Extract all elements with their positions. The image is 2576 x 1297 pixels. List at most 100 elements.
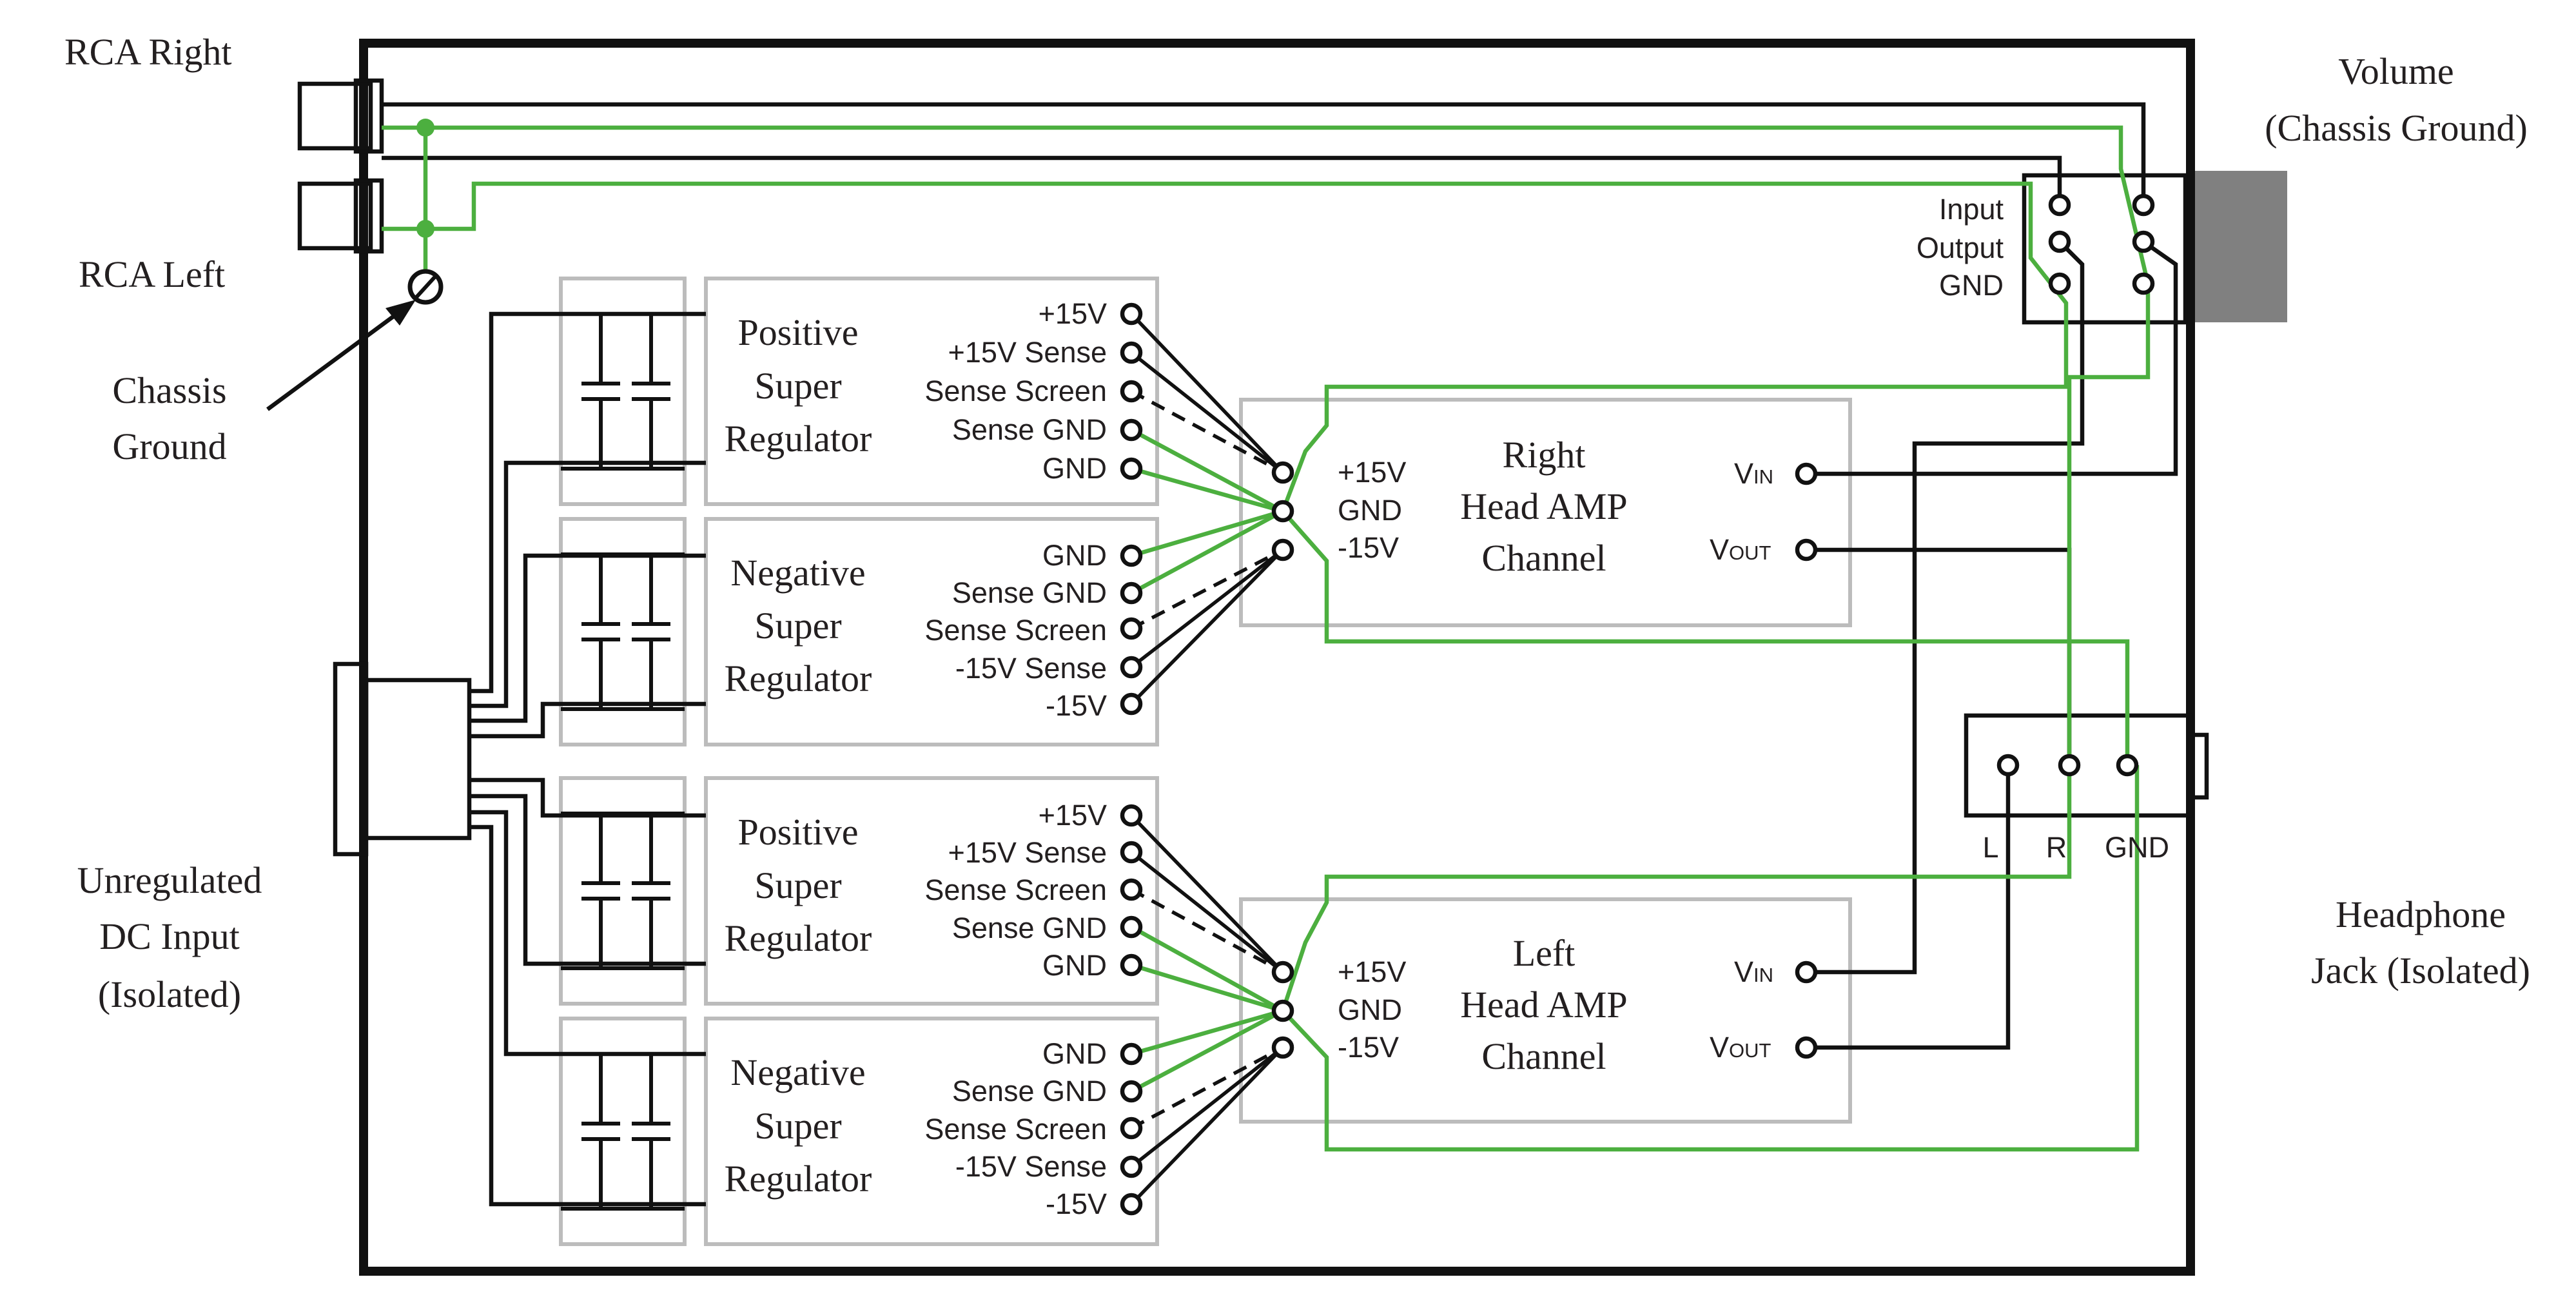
amp-supply-terminal	[1271, 538, 1294, 561]
ground-wires	[382, 119, 2151, 1152]
chassis-ground-label-2: Ground	[112, 425, 226, 467]
regulator-pin-label: Sense Screen	[924, 614, 1107, 647]
regulator-1: Positive Super Regulator +15V +15V Sense…	[725, 297, 1107, 485]
jack-pin-terminal	[1996, 754, 2020, 777]
regulator-pin-terminal	[1120, 953, 1143, 977]
headphone-jack	[1964, 713, 2209, 818]
jack-pin-terminal	[2116, 754, 2139, 777]
volume-pin-input: Input	[1939, 193, 2004, 226]
regulator-name-line: Negative	[730, 1051, 865, 1093]
right-head-amp: Right Head AMP Channel +15V GND -15V VIN…	[1338, 434, 1773, 579]
dc-input-label-3: (Isolated)	[98, 973, 241, 1015]
jack-pin-terminal	[2058, 754, 2081, 777]
regulator-pin-terminal	[1120, 380, 1143, 403]
regulator-pin-terminal	[1120, 878, 1143, 901]
amp-name-line: Right	[1503, 434, 1586, 476]
regulator-pin-label: +15V Sense	[948, 836, 1107, 869]
regulator-pin-terminal	[1120, 804, 1143, 827]
regulator-pin-label: GND	[1042, 1037, 1107, 1070]
amp-io-terminal	[1795, 961, 1818, 984]
regulator-pin-terminal	[1120, 1042, 1143, 1066]
dc-input-label-1: Unregulated	[77, 859, 262, 901]
regulator-name-line: Negative	[730, 552, 865, 594]
regulator-pin-terminal	[1120, 457, 1143, 480]
capacitor-pair	[561, 312, 685, 471]
regulator-pin-label: GND	[1042, 539, 1107, 572]
regulator-name-line: Regulator	[725, 658, 872, 699]
volume-pin-terminal	[2048, 193, 2071, 217]
volume-knob-shaft	[2195, 171, 2287, 322]
chassis-ground-label-1: Chassis	[112, 369, 226, 411]
regulator-pin-label: Sense GND	[952, 912, 1107, 944]
regulator-pin-terminal	[1120, 1080, 1143, 1103]
regulator-pin-label: Sense Screen	[924, 1113, 1107, 1146]
rca-left-label: RCA Left	[79, 253, 225, 295]
volume-pin-terminal	[2048, 272, 2071, 295]
signal-and-supply-wires	[266, 102, 2178, 1207]
amp-name-line: Channel	[1481, 537, 1606, 579]
dc-input-connector	[333, 661, 472, 857]
jack-pin-r: R	[2046, 831, 2067, 864]
volume-pin-gnd: GND	[1939, 269, 2004, 302]
amp-io-terminal	[1795, 462, 1818, 485]
left-head-amp: Left Head AMP Channel +15V GND -15V VIN …	[1338, 932, 1773, 1077]
volume-pin-terminal	[2048, 230, 2071, 253]
amp-name-line: Channel	[1481, 1035, 1606, 1077]
amp-supply-pin: -15V	[1338, 531, 1399, 564]
volume-pin-terminal	[2132, 193, 2155, 217]
regulator-pin-terminal	[1120, 1193, 1143, 1216]
chassis-enclosure	[359, 39, 2195, 1276]
regulator-pin-label: Sense GND	[952, 576, 1107, 609]
regulator-pin-terminal	[1120, 1155, 1143, 1178]
headphone-label-2: Jack (Isolated)	[2311, 950, 2530, 991]
regulator-pin-terminal	[1120, 617, 1143, 640]
external-labels: RCA Right RCA Left Chassis Ground Volume…	[64, 31, 2530, 1015]
rca-right-jack	[297, 78, 384, 154]
left-amp-board	[1239, 897, 1852, 1124]
capacitor-pair	[561, 552, 685, 711]
volume-pot	[2022, 171, 2287, 325]
amp-supply-terminal	[1271, 500, 1294, 523]
regulator-name-line: Super	[754, 365, 841, 407]
arrow-head	[385, 300, 416, 326]
amp-supply-pin: -15V	[1338, 1031, 1399, 1064]
amp-supply-terminal	[1271, 461, 1294, 484]
jack-pin-labels: L R GND	[1982, 831, 2169, 864]
regulator-pin-terminal	[1120, 915, 1143, 939]
chassis-ground-screw	[407, 269, 444, 305]
regulator-name-line: Regulator	[725, 1158, 872, 1200]
amp-supply-terminal	[1271, 1036, 1294, 1059]
rca-right-label: RCA Right	[64, 31, 231, 73]
regulator-4: Negative Super Regulator GND Sense GND S…	[725, 1037, 1107, 1220]
amp-name-line: Left	[1513, 932, 1576, 974]
amp-supply-pin: GND	[1338, 494, 1402, 527]
regulator-pin-terminal	[1120, 302, 1143, 326]
regulator-pin-label: Sense Screen	[924, 873, 1107, 906]
terminals	[1120, 193, 2155, 1216]
amp-vin-label: VIN	[1734, 955, 1773, 988]
regulator-pin-label: -15V	[1046, 1187, 1107, 1220]
amp-supply-terminal	[1271, 999, 1294, 1022]
regulator-pin-label: Sense GND	[952, 1075, 1107, 1107]
jack-pin-l: L	[1982, 831, 1998, 864]
regulator-pin-terminal	[1120, 1117, 1143, 1140]
amp-vout-label: VOUT	[1710, 533, 1771, 566]
amp-vout-label: VOUT	[1710, 1031, 1771, 1064]
regulator-pin-label: Sense GND	[952, 413, 1107, 446]
right-amp-board	[1239, 398, 1852, 627]
dc-input-label-2: DC Input	[99, 915, 240, 957]
capacitor-pair	[561, 812, 685, 970]
regulator-name-line: Positive	[738, 811, 859, 853]
regulator-pin-label: -15V Sense	[955, 652, 1107, 685]
regulator-pin-terminal	[1120, 581, 1143, 605]
amp-vin-label: VIN	[1734, 457, 1773, 490]
regulator-name-line: Super	[754, 864, 841, 906]
capacitor-symbols	[561, 312, 685, 1211]
amp-supply-pin: +15V	[1338, 955, 1406, 988]
regulator-pin-label: +15V Sense	[948, 336, 1107, 369]
regulator-pin-terminal	[1120, 341, 1143, 364]
jack-pin-gnd: GND	[2105, 831, 2169, 864]
regulator-pin-label: -15V Sense	[955, 1150, 1107, 1183]
headphone-label-1: Headphone	[2336, 893, 2506, 935]
